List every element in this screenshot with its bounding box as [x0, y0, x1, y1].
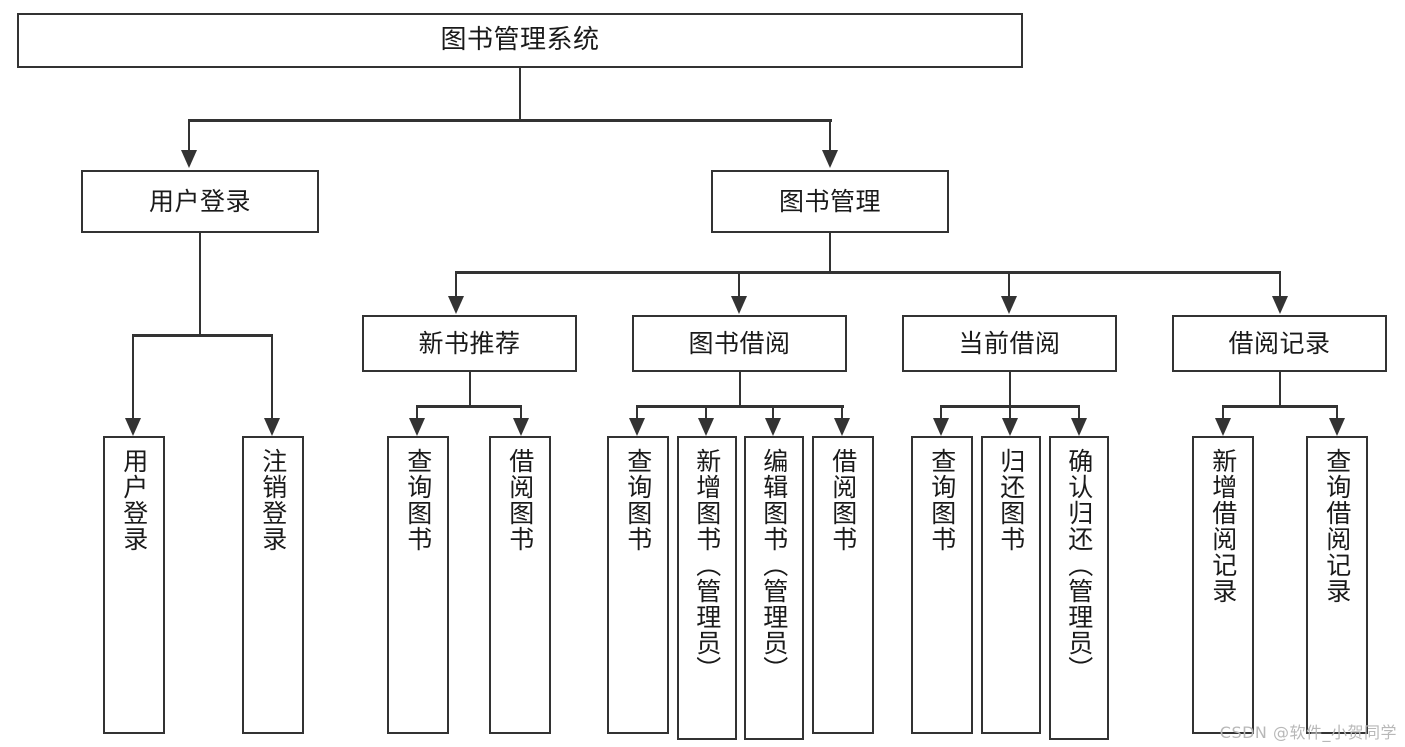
node-label: 借阅图书 — [828, 448, 858, 552]
arrow-bb-to-leaf-1 — [629, 418, 645, 436]
node-label: 新增图书（管理员） — [692, 448, 722, 682]
edge-root-bus — [189, 119, 832, 122]
node-label: 查询图书 — [927, 448, 957, 552]
edge-bm-to-new-book — [455, 271, 457, 297]
leaf-borrow-record-query-record[interactable]: 查询借阅记录 — [1306, 436, 1368, 734]
edge-root-to-user-login — [188, 119, 190, 151]
leaf-user-login-login[interactable]: 用户登录 — [103, 436, 165, 734]
arrow-user-login-to-leaf-1 — [125, 418, 141, 436]
edge-bb-to-leaf-4 — [841, 405, 843, 419]
edge-borrow-record-stem — [1279, 372, 1281, 406]
leaf-current-borrow-query-book[interactable]: 查询图书 — [911, 436, 973, 734]
node-label: 借阅图书 — [505, 448, 535, 552]
arrow-br-to-leaf-2 — [1329, 418, 1345, 436]
arrow-bm-to-borrow-record — [1272, 296, 1288, 314]
node-label: 新增借阅记录 — [1208, 448, 1238, 604]
leaf-new-book-query-book[interactable]: 查询图书 — [387, 436, 449, 734]
node-book-borrow[interactable]: 图书借阅 — [632, 315, 847, 372]
edge-user-login-stem — [199, 233, 201, 335]
node-borrow-record[interactable]: 借阅记录 — [1172, 315, 1387, 372]
edge-book-management-bus — [455, 271, 1281, 274]
node-label: 查询借阅记录 — [1322, 448, 1352, 604]
node-label: 图书借阅 — [688, 328, 791, 358]
edge-user-login-to-leaf-1 — [132, 334, 134, 419]
arrow-cb-to-leaf-2 — [1002, 418, 1018, 436]
edge-nb-to-leaf-2 — [520, 405, 522, 419]
node-root-book-management-system[interactable]: 图书管理系统 — [17, 13, 1023, 68]
edge-cb-to-leaf-2 — [1009, 405, 1011, 419]
edge-bb-to-leaf-2 — [705, 405, 707, 419]
leaf-book-borrow-query-book[interactable]: 查询图书 — [607, 436, 669, 734]
arrow-user-login-to-leaf-2 — [264, 418, 280, 436]
edge-br-to-leaf-1 — [1222, 405, 1224, 419]
arrow-nb-to-leaf-1 — [409, 418, 425, 436]
arrow-br-to-leaf-1 — [1215, 418, 1231, 436]
node-label: 确认归还（管理员） — [1064, 448, 1094, 682]
leaf-current-borrow-confirm-return-admin[interactable]: 确认归还（管理员） — [1049, 436, 1109, 740]
arrow-bb-to-leaf-4 — [834, 418, 850, 436]
node-label: 借阅记录 — [1228, 328, 1331, 358]
node-current-borrow[interactable]: 当前借阅 — [902, 315, 1117, 372]
edge-bm-to-current-borrow — [1008, 271, 1010, 297]
node-label: 图书管理 — [778, 186, 881, 216]
edge-bb-to-leaf-1 — [636, 405, 638, 419]
edge-cb-to-leaf-3 — [1078, 405, 1080, 419]
node-label: 用户登录 — [148, 186, 251, 216]
edge-book-borrow-bus — [636, 405, 844, 408]
leaf-user-login-logout[interactable]: 注销登录 — [242, 436, 304, 734]
arrow-cb-to-leaf-3 — [1071, 418, 1087, 436]
edge-current-borrow-stem — [1009, 372, 1011, 406]
node-label: 查询图书 — [623, 448, 653, 552]
arrow-bm-to-current-borrow — [1001, 296, 1017, 314]
edge-bm-to-book-borrow — [738, 271, 740, 297]
edge-bm-to-borrow-record — [1279, 271, 1281, 297]
arrow-root-to-book-management — [822, 150, 838, 168]
arrow-nb-to-leaf-2 — [513, 418, 529, 436]
edge-new-book-stem — [469, 372, 471, 406]
edge-root-stem — [519, 68, 521, 120]
node-label: 归还图书 — [996, 448, 1026, 552]
edge-user-login-bus — [133, 334, 273, 337]
node-label: 新书推荐 — [418, 328, 521, 358]
leaf-book-borrow-borrow-book[interactable]: 借阅图书 — [812, 436, 874, 734]
node-user-login[interactable]: 用户登录 — [81, 170, 319, 233]
arrow-bm-to-new-book — [448, 296, 464, 314]
node-label: 编辑图书（管理员） — [759, 448, 789, 682]
leaf-new-book-borrow-book[interactable]: 借阅图书 — [489, 436, 551, 734]
node-label: 用户登录 — [119, 448, 149, 552]
edge-user-login-to-leaf-2 — [271, 334, 273, 419]
edge-new-book-bus — [417, 405, 522, 408]
edge-borrow-record-bus — [1222, 405, 1338, 408]
leaf-book-borrow-add-book-admin[interactable]: 新增图书（管理员） — [677, 436, 737, 740]
leaf-current-borrow-return-book[interactable]: 归还图书 — [981, 436, 1041, 734]
node-label: 注销登录 — [258, 448, 288, 552]
arrow-root-to-user-login — [181, 150, 197, 168]
node-label: 查询图书 — [403, 448, 433, 552]
edge-book-management-stem — [829, 233, 831, 273]
node-label: 图书管理系统 — [440, 24, 600, 55]
edge-nb-to-leaf-1 — [416, 405, 418, 419]
leaf-book-borrow-edit-book-admin[interactable]: 编辑图书（管理员） — [744, 436, 804, 740]
node-label: 当前借阅 — [958, 328, 1061, 358]
arrow-bb-to-leaf-3 — [765, 418, 781, 436]
edge-book-borrow-stem — [739, 372, 741, 406]
node-new-book-recommend[interactable]: 新书推荐 — [362, 315, 577, 372]
edge-cb-to-leaf-1 — [940, 405, 942, 419]
arrow-cb-to-leaf-1 — [933, 418, 949, 436]
arrow-bb-to-leaf-2 — [698, 418, 714, 436]
arrow-bm-to-book-borrow — [731, 296, 747, 314]
edge-br-to-leaf-2 — [1336, 405, 1338, 419]
edge-root-to-book-management — [829, 119, 831, 151]
edge-bb-to-leaf-3 — [772, 405, 774, 419]
node-book-management[interactable]: 图书管理 — [711, 170, 949, 233]
leaf-borrow-record-add-record[interactable]: 新增借阅记录 — [1192, 436, 1254, 734]
